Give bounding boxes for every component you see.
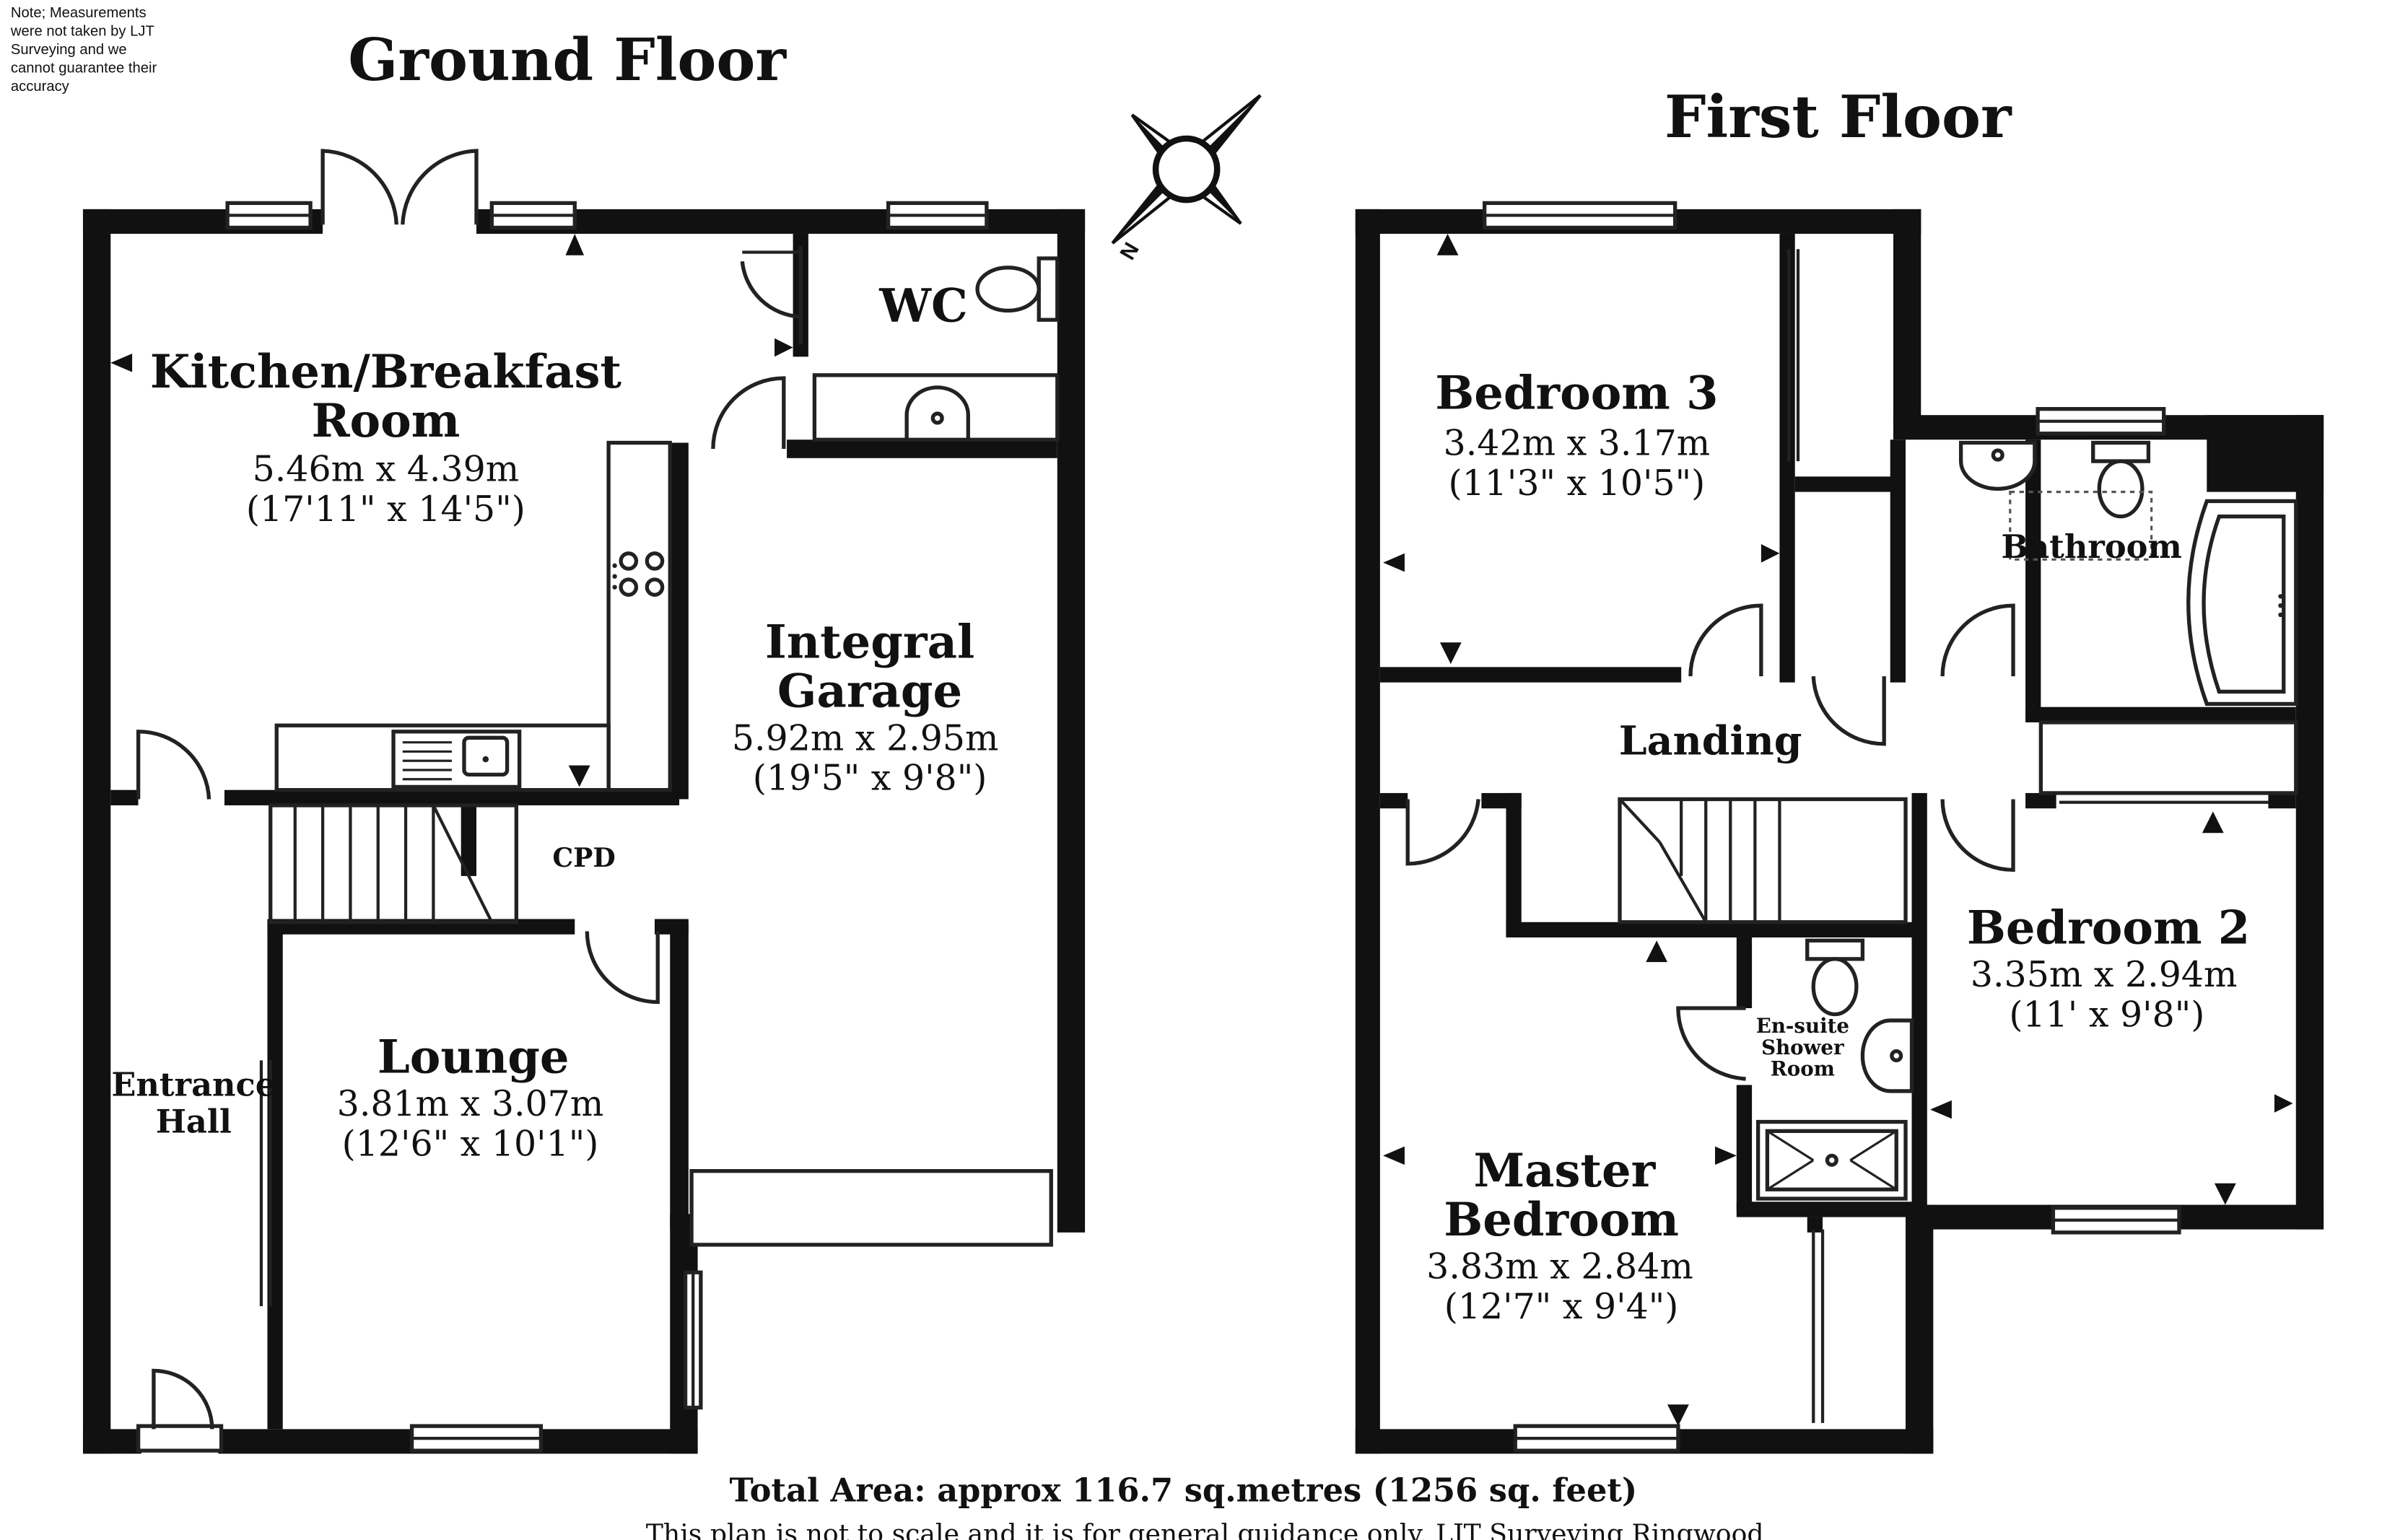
ground-floor-openings: [136, 149, 1053, 1457]
wc-basin-icon: [904, 385, 970, 442]
note-line-1: Note; Measurements: [11, 5, 147, 21]
master-name-2: Bedroom: [1444, 1193, 1679, 1247]
disclaimer: This plan is not to scale and it is for …: [646, 1518, 1764, 1540]
bedroom2-metric: 3.35m x 2.94m: [1971, 954, 2238, 995]
ensuite-name-3: Room: [1771, 1057, 1835, 1081]
ground-floor-title: Ground Floor: [348, 26, 787, 95]
measurement-note: Note; Measurements were not taken by LJT…: [10, 5, 157, 95]
kitchen-imperial: (17'11" x 14'5"): [246, 489, 525, 530]
toilet-icon: [975, 256, 1060, 322]
note-line-2: were not taken by LJT: [10, 23, 154, 39]
bath-icon: [2186, 499, 2298, 706]
first-floor-stairs: [1618, 797, 1908, 924]
first-floor-title: First Floor: [1665, 83, 2012, 152]
first-floor-openings: [1405, 201, 2298, 1453]
ground-floor-stairs: [269, 803, 519, 924]
garage-metric: 5.92m x 2.95m: [732, 717, 999, 758]
bedroom2-imperial: (11' x 9'8"): [2009, 994, 2204, 1036]
bathroom-fittings: [1958, 440, 2298, 706]
lounge-metric: 3.81m x 3.07m: [337, 1083, 604, 1124]
garage-imperial: (19'5" x 9'8"): [753, 758, 987, 799]
master-imperial: (12'7" x 9'4"): [1444, 1286, 1679, 1327]
wc-name: WC: [878, 279, 968, 333]
garage-name-1: Integral: [765, 616, 974, 670]
ground-floor-markers: [110, 233, 793, 787]
bathroom-toilet-icon: [2091, 440, 2151, 519]
bathroom-basin-icon: [1958, 440, 2037, 491]
ensuite-fittings: [1755, 938, 1914, 1201]
kitchen-sink-icon: [391, 730, 522, 789]
cpd-name: CPD: [552, 842, 615, 873]
shower-icon: [1755, 1119, 1908, 1201]
kitchen-name-1: Kitchen/Breakfast: [150, 345, 622, 399]
ensuite-basin-icon: [1860, 1018, 1914, 1093]
ensuite-name-1: En-suite: [1756, 1014, 1849, 1038]
bathroom-name: Bathroom: [2001, 528, 2181, 566]
kitchen-fittings: [274, 440, 672, 792]
bedroom2-name: Bedroom 2: [1967, 901, 2250, 955]
total-area: Total Area: approx 116.7 sq.metres (1256…: [730, 1471, 1638, 1509]
note-line-3: Surveying and we: [11, 42, 127, 58]
garage-name-2: Garage: [777, 665, 962, 719]
note-line-5: accuracy: [11, 79, 70, 95]
master-name-1: Master: [1473, 1144, 1656, 1198]
ensuite-name-2: Shower: [1761, 1036, 1844, 1059]
bedroom3-imperial: (11'3" x 10'5"): [1449, 463, 1706, 504]
first-floor-markers: [1383, 233, 2293, 1427]
master-metric: 3.83m x 2.84m: [1426, 1246, 1693, 1287]
ground-floor-labels: Kitchen/Breakfast Room 5.46m x 4.39m (17…: [111, 279, 998, 1164]
first-floor-labels: Bedroom 3 3.42m x 3.17m (11'3" x 10'5") …: [1426, 367, 2250, 1327]
kitchen-name-2: Room: [311, 394, 460, 448]
bedroom3-name: Bedroom 3: [1435, 367, 1718, 421]
landing-name: Landing: [1619, 718, 1802, 765]
compass-north-label: N: [1115, 239, 1143, 264]
ensuite-toilet-icon: [1805, 938, 1865, 1017]
wc-fittings: [812, 256, 1060, 442]
lounge-imperial: (12'6" x 10'1"): [342, 1123, 599, 1164]
bedroom3-metric: 3.42m x 3.17m: [1444, 423, 1711, 464]
note-line-4: cannot guarantee their: [11, 60, 157, 76]
compass-icon: [1111, 94, 1262, 245]
hall-name-2: Hall: [156, 1102, 232, 1140]
kitchen-metric: 5.46m x 4.39m: [253, 449, 520, 490]
lounge-name: Lounge: [378, 1030, 570, 1084]
hall-name-1: Entrance: [111, 1065, 276, 1103]
